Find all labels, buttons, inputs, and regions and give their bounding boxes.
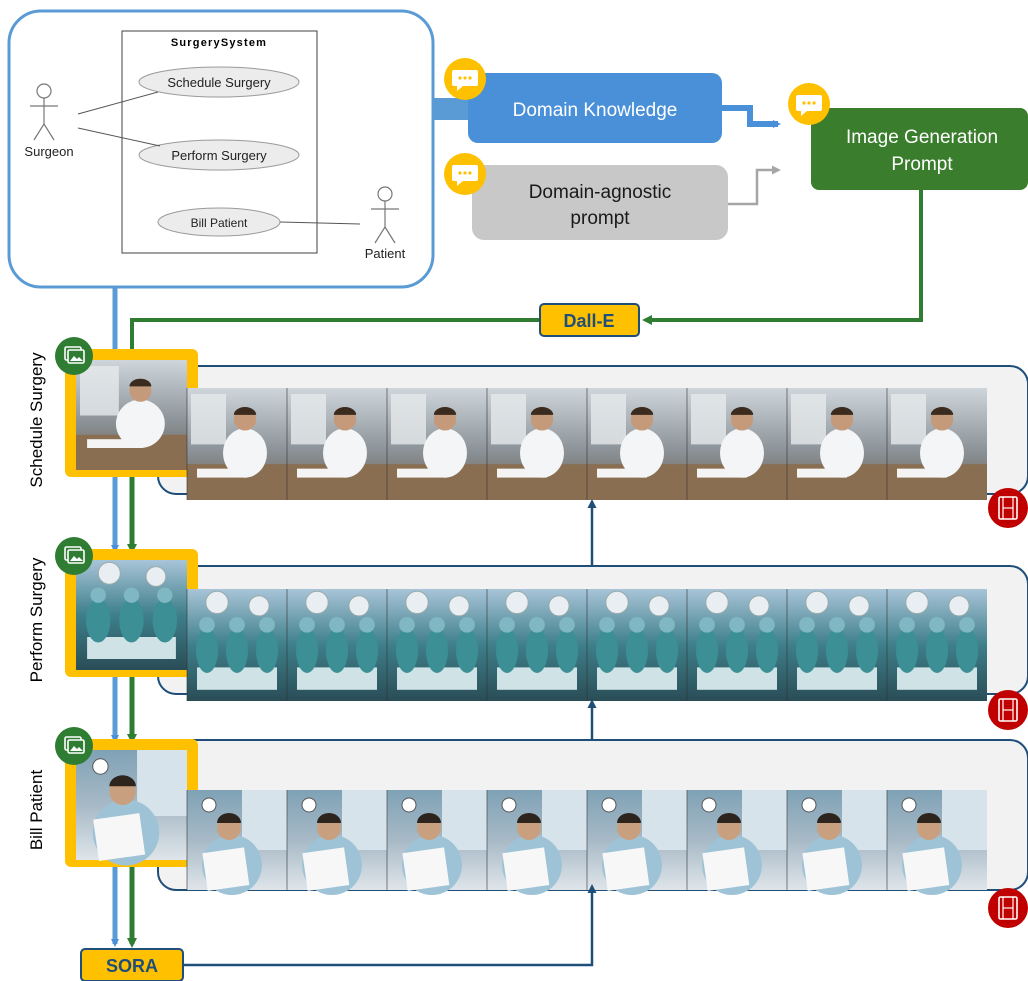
svg-text:prompt: prompt <box>570 208 630 229</box>
video-frame <box>486 790 587 895</box>
video-frame <box>586 388 687 500</box>
svg-text:Domain Knowledge: Domain Knowledge <box>513 100 678 121</box>
actor-patient-label: Patient <box>365 246 406 261</box>
film-icon <box>988 690 1028 730</box>
video-frame <box>886 388 987 500</box>
key-image <box>76 560 187 670</box>
domain-agnostic-arrow <box>728 165 781 206</box>
video-frame <box>186 589 287 701</box>
video-frame <box>286 790 387 895</box>
actor-surgeon-label: Surgeon <box>24 144 73 159</box>
video-frame <box>786 388 887 500</box>
system-title: SurgerySystem <box>171 37 267 49</box>
video-frame <box>886 790 987 895</box>
association-lines <box>77 91 361 225</box>
dalle-flow-line <box>642 190 923 325</box>
use-case-perform-surgery: Perform Surgery <box>171 148 267 163</box>
surgeon-actor-icon <box>30 83 58 141</box>
video-frame <box>886 589 987 701</box>
video-frame <box>386 388 487 500</box>
svg-text:SORA: SORA <box>106 956 158 976</box>
svg-text:Dall-E: Dall-E <box>563 311 614 331</box>
video-frame <box>586 589 687 701</box>
row-surgery: Perform Surgery <box>27 537 1028 744</box>
sora-to-video-line <box>183 884 597 967</box>
film-icon <box>988 888 1028 928</box>
dalle-to-image-line <box>127 318 540 360</box>
patient-actor-icon <box>371 186 399 244</box>
key-image <box>76 750 187 866</box>
image-icon <box>55 537 93 575</box>
chat-bubble-icon <box>788 83 830 125</box>
image-icon <box>55 727 93 765</box>
uml-connector <box>433 98 471 120</box>
chat-bubble-icon <box>444 153 486 195</box>
video-frame <box>686 589 787 701</box>
video-frame <box>686 388 787 500</box>
video-frame <box>486 589 587 701</box>
video-frame <box>486 388 587 500</box>
chat-bubble-icon <box>444 58 486 100</box>
video-frame <box>186 790 287 895</box>
video-frame <box>786 790 887 895</box>
video-frame <box>686 790 787 895</box>
film-icon <box>988 488 1028 528</box>
uml-diagram-panel: SurgerySystem Schedule Surgery Perform S… <box>7 9 435 289</box>
image-icon <box>55 337 93 375</box>
row-label: Bill Patient <box>27 770 46 851</box>
video-frame <box>186 388 287 500</box>
sora-label-box: SORA <box>80 948 184 981</box>
key-image <box>76 360 187 470</box>
video-frame <box>586 790 687 895</box>
svg-text:Domain-agnostic: Domain-agnostic <box>529 182 672 203</box>
row-office: Schedule Surgery <box>27 337 1028 566</box>
use-case-bill-patient: Bill Patient <box>191 216 248 230</box>
domain-knowledge-box: Domain Knowledge <box>468 73 722 143</box>
domain-knowledge-arrow <box>722 105 781 128</box>
row-bill: Bill Patient <box>27 727 1028 948</box>
svg-text:Prompt: Prompt <box>891 154 953 175</box>
image-generation-prompt-box: Image Generation Prompt <box>811 108 1028 190</box>
video-frame <box>286 589 387 701</box>
dalle-label-box: Dall-E <box>539 303 640 337</box>
video-frame <box>786 589 887 701</box>
video-frame <box>386 790 487 895</box>
row-label: Perform Surgery <box>27 557 46 682</box>
video-frame <box>286 388 387 500</box>
video-frame <box>386 589 487 701</box>
use-case-schedule-surgery: Schedule Surgery <box>167 75 271 90</box>
svg-text:Image Generation: Image Generation <box>846 127 998 148</box>
row-label: Schedule Surgery <box>27 352 46 488</box>
domain-agnostic-box: Domain-agnostic prompt <box>472 165 728 240</box>
